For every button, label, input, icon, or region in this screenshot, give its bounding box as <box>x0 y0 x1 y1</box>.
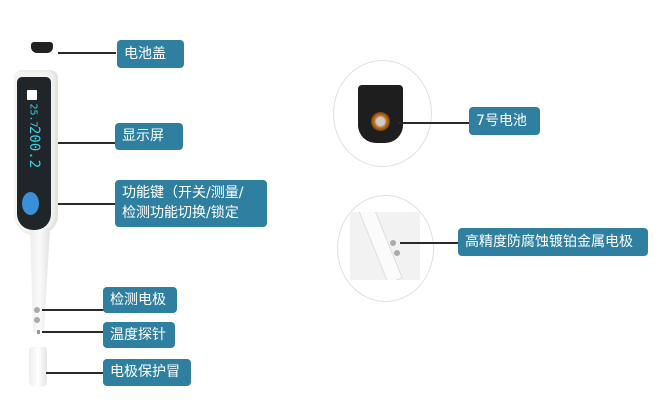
function-button[interactable] <box>22 192 39 215</box>
leader-line <box>42 309 104 311</box>
battery-cover-image <box>31 42 53 53</box>
label-electrode: 检测电极 <box>103 287 177 313</box>
protective-cap-image <box>29 347 47 387</box>
leader-line <box>58 52 116 54</box>
main-readout: 200.2 <box>26 126 42 169</box>
leader-line <box>400 242 459 244</box>
label-display: 显示屏 <box>115 123 183 150</box>
meter-shaft <box>30 228 50 332</box>
leader-line <box>58 203 116 205</box>
brand-logo <box>27 90 37 100</box>
electrode-shaft <box>357 212 403 280</box>
leader-line <box>42 331 104 333</box>
electrode-dot <box>34 317 40 323</box>
electrode-dot <box>34 307 40 313</box>
battery-image <box>371 112 390 131</box>
label-function-key-line1: 功能键（开关/测量/ <box>122 185 244 201</box>
electrode-closeup-photo <box>350 212 420 280</box>
electrode-dot <box>390 240 396 246</box>
label-metal-electrode: 高精度防腐蚀镀铂金属电极 <box>458 228 648 256</box>
leader-line <box>58 142 116 144</box>
temperature-probe-tip <box>37 330 40 334</box>
label-function-key: 功能键（开关/测量/ 检测功能切换/锁定 <box>115 180 267 227</box>
label-temp-probe: 温度探针 <box>103 322 175 348</box>
label-function-key-line2: 检测功能切换/锁定 <box>122 205 239 221</box>
label-cap: 电极保护冒 <box>103 359 191 386</box>
label-battery: 7号电池 <box>469 107 540 135</box>
electrode-dot <box>394 250 400 256</box>
label-battery-cover: 电池盖 <box>117 40 184 68</box>
leader-line <box>398 122 470 124</box>
leader-line <box>46 372 104 374</box>
battery-detail-circle <box>333 60 432 167</box>
